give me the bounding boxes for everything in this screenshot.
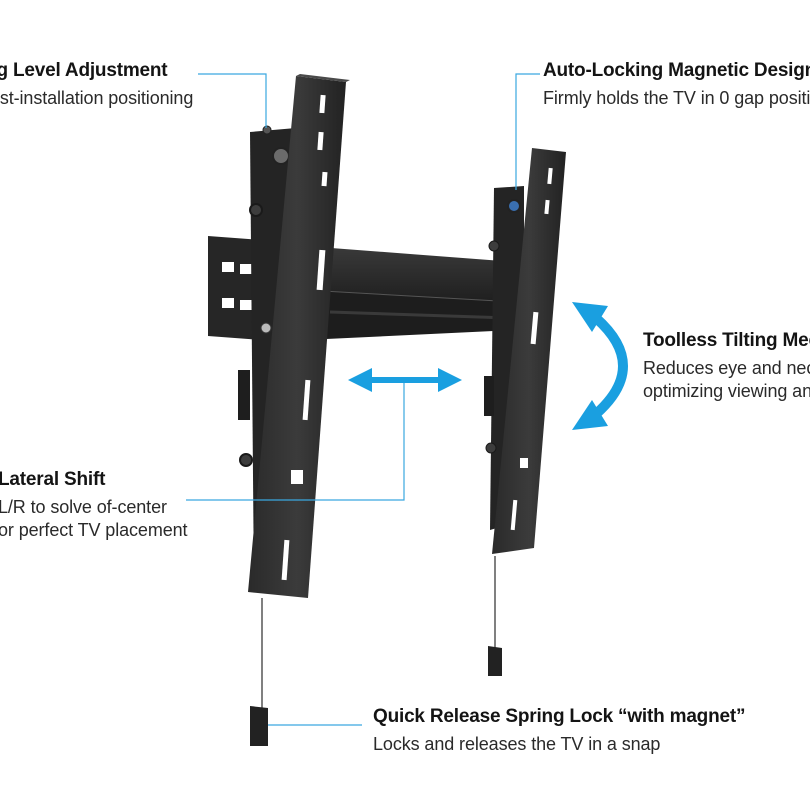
wall-plate-slot: [222, 262, 234, 272]
feature-desc: Locks and releases the TV in a snap: [373, 733, 661, 754]
release-cords: [250, 556, 502, 746]
left-front-rail: [248, 74, 350, 598]
feature-desc-line-2: optimizing viewing an: [643, 381, 810, 402]
feature-toolless-tilting: Toolless Tilting Mech Reduces eye and ne…: [643, 330, 810, 403]
feature-vertical-adjustment: ing Level Adjustment post-installation p…: [0, 60, 193, 109]
lateral-shift-arrow-icon: [348, 368, 462, 392]
release-tab-right: [488, 646, 502, 676]
cross-arm: [304, 246, 516, 340]
feature-desc: Firmly holds the TV in 0 gap positi: [543, 87, 810, 108]
feature-auto-locking: Auto-Locking Magnetic Design Firmly hold…: [543, 60, 810, 109]
callout-lines: [186, 73, 540, 726]
feature-desc: post-installation positioning: [0, 87, 194, 108]
release-tab-left: [250, 706, 268, 746]
callout-line-lateral: [186, 382, 405, 501]
feature-desc-line-1: L/R to solve of-center: [0, 496, 167, 517]
callout-line-autolock: [515, 73, 540, 190]
tilt-arrow-icon: [572, 302, 628, 430]
right-front-rail: [492, 148, 566, 554]
feature-lateral-shift: Lateral Shift L/R to solve of-center or …: [0, 469, 188, 542]
callout-line-vertical: [198, 73, 267, 128]
wall-plate: [208, 236, 262, 340]
feature-quick-release: Quick Release Spring Lock “with magnet” …: [373, 706, 745, 755]
wall-plate-slot: [240, 264, 252, 274]
feature-title: Lateral Shift: [0, 469, 106, 490]
feature-desc-line-1: Reduces eye and neck: [643, 357, 810, 378]
feature-title: Toolless Tilting Mech: [643, 330, 810, 351]
feature-desc-line-2: or perfect TV placement: [0, 520, 188, 541]
feature-title: ing Level Adjustment: [0, 60, 168, 81]
feature-title: Auto-Locking Magnetic Design: [543, 60, 810, 81]
feature-title: Quick Release Spring Lock “with magnet”: [373, 706, 746, 727]
wall-plate-slot: [240, 300, 252, 310]
wall-plate-slot: [222, 298, 234, 308]
